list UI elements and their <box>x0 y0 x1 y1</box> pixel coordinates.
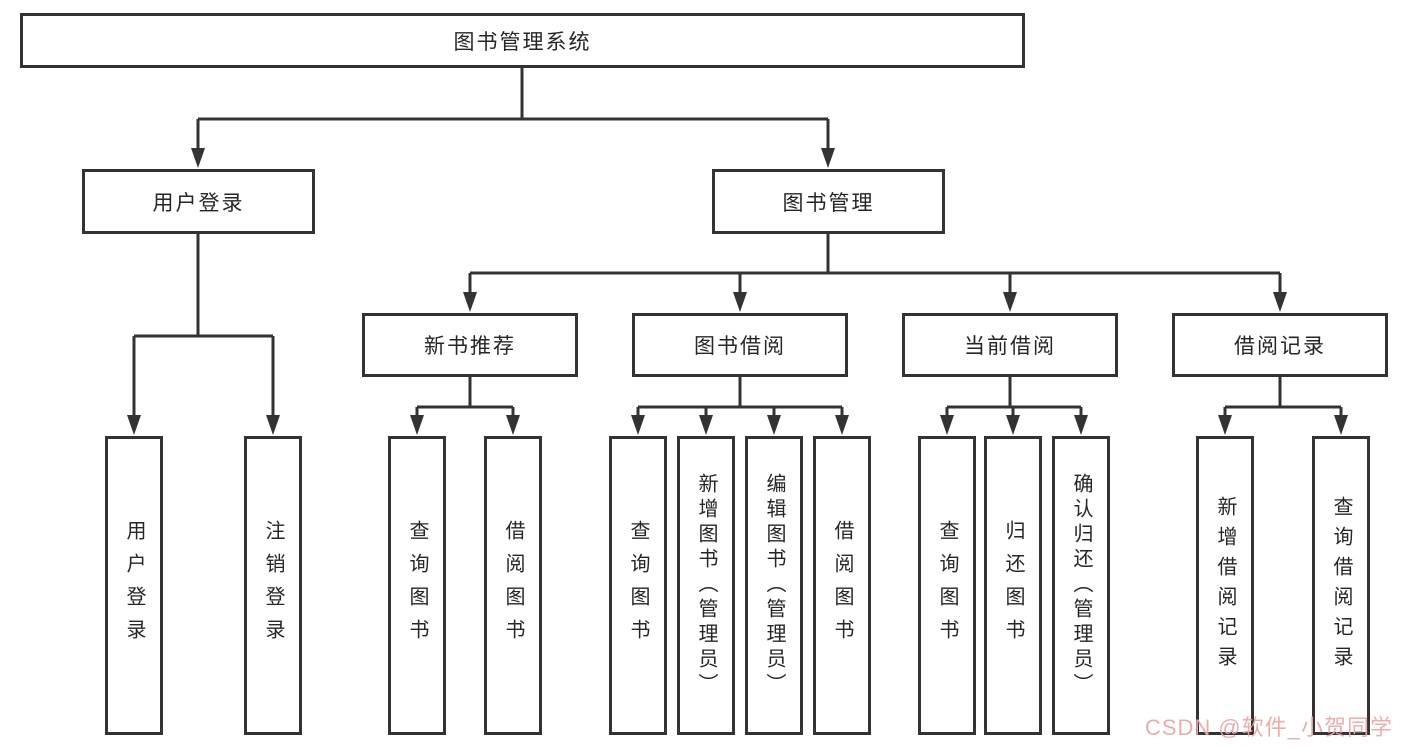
leaf-edit-books-admin-label: 编辑图书（管理员） <box>763 473 785 698</box>
leaf-borrow-books-recommend: 借阅图书 <box>484 436 542 735</box>
leaf-return-books-label: 归还图书 <box>1002 519 1024 652</box>
leaf-add-borrow-record-label: 新增借阅记录 <box>1214 495 1236 676</box>
leaf-add-books-admin: 新增图书（管理员） <box>677 436 735 735</box>
leaf-confirm-return-admin-label: 确认归还（管理员） <box>1070 473 1092 698</box>
node-borrowing-records-label: 借阅记录 <box>1234 335 1326 358</box>
leaf-confirm-return-admin: 确认归还（管理员） <box>1052 436 1110 735</box>
leaf-query-books-current-label: 查询图书 <box>936 519 958 652</box>
node-user-login: 用户登录 <box>82 169 315 234</box>
leaf-query-books-current: 查询图书 <box>918 436 976 735</box>
leaf-query-books-recommend: 查询图书 <box>388 436 446 735</box>
leaf-query-borrow-record: 查询借阅记录 <box>1312 436 1370 735</box>
node-book-borrowing: 图书借阅 <box>632 313 848 377</box>
node-library-system-label: 图书管理系统 <box>453 30 592 54</box>
node-book-borrowing-label: 图书借阅 <box>694 335 786 358</box>
leaf-logout: 注销登录 <box>244 436 302 735</box>
leaf-return-books: 归还图书 <box>984 436 1042 735</box>
leaf-user-login-label: 用户登录 <box>123 519 145 652</box>
csdn-watermark: CSDN @软件_小贺同学 <box>1144 715 1393 740</box>
leaf-borrow-books-borrowing: 借阅图书 <box>813 436 871 735</box>
connector-spines <box>134 67 1341 409</box>
connector-stems <box>132 119 1343 420</box>
leaf-query-books-recommend-label: 查询图书 <box>406 519 428 652</box>
leaf-borrow-books-borrowing-label: 借阅图书 <box>831 519 853 652</box>
node-new-book-recommend-label: 新书推荐 <box>424 335 516 358</box>
node-current-borrowing: 当前借阅 <box>902 313 1118 377</box>
node-book-management-label: 图书管理 <box>782 191 875 215</box>
leaf-query-books-borrowing: 查询图书 <box>609 436 667 735</box>
node-book-management: 图书管理 <box>712 169 945 234</box>
leaf-query-borrow-record-label: 查询借阅记录 <box>1330 495 1352 676</box>
leaf-logout-label: 注销登录 <box>262 519 284 652</box>
node-user-login-label: 用户登录 <box>152 191 245 215</box>
node-library-system: 图书管理系统 <box>20 13 1025 68</box>
leaf-edit-books-admin: 编辑图书（管理员） <box>745 436 803 735</box>
leaf-borrow-books-recommend-label: 借阅图书 <box>502 519 524 652</box>
node-current-borrowing-label: 当前借阅 <box>964 335 1056 358</box>
node-borrowing-records: 借阅记录 <box>1172 313 1388 377</box>
leaf-add-borrow-record: 新增借阅记录 <box>1196 436 1254 735</box>
leaf-query-books-borrowing-label: 查询图书 <box>627 519 649 652</box>
leaf-user-login: 用户登录 <box>105 436 163 735</box>
node-new-book-recommend: 新书推荐 <box>362 313 578 377</box>
leaf-add-books-admin-label: 新增图书（管理员） <box>695 473 717 698</box>
